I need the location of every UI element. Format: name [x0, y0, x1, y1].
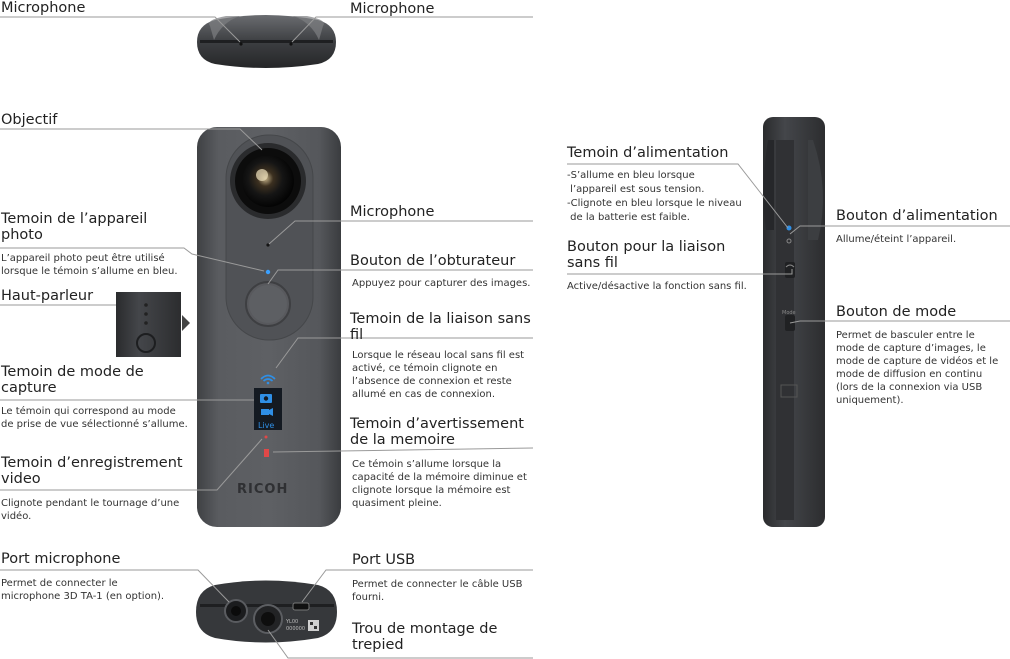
label-trepied: Trou de montage de trepied — [352, 621, 498, 653]
desc-temoin-enreg: Clignote pendant le tournage d’une vidéo… — [1, 498, 180, 522]
label-mic-front: Microphone — [350, 204, 435, 220]
bottom-code-2: 000000 — [286, 626, 306, 632]
label-temoin-appareil: Temoin de l’appareil photo — [1, 211, 148, 243]
label-objectif: Objectif — [1, 112, 58, 128]
desc-memoire: Ce témoin s’allume lorsque la capacité d… — [352, 459, 527, 509]
desc-temoin-alim-3: -Clignote en bleu lorsque le niveau — [567, 198, 742, 209]
label-bouton-alim: Bouton d’alimentation — [836, 208, 998, 224]
desc-bouton-alim: Allume/éteint l’appareil. — [836, 234, 957, 245]
desc-liaison-bouton: Active/désactive la fonction sans fil. — [567, 281, 747, 292]
label-liaison-bouton: Bouton pour la liaison sans fil — [567, 239, 726, 271]
front-view-camera — [197, 127, 341, 527]
label-mic-top-right: Microphone — [350, 1, 435, 17]
desc-temoin-alim-1: -S’allume en bleu lorsque — [567, 170, 695, 181]
leader-lines — [0, 16, 1010, 659]
label-temoin-alim: Temoin d’alimentation — [567, 145, 729, 161]
live-indicator-text: Live — [258, 421, 275, 430]
label-liaison-temoin: Temoin de la liaison sans fil — [350, 311, 531, 343]
label-bouton-mode: Bouton de mode — [836, 304, 957, 320]
desc-temoin-appareil: L’appareil photo peut être utilisé lorsq… — [1, 253, 178, 277]
label-obturateur: Bouton de l’obturateur — [350, 253, 516, 269]
side-view-camera — [763, 117, 825, 527]
desc-port-mic: Permet de connecter le microphone 3D TA-… — [1, 578, 165, 602]
label-temoin-enreg: Temoin d’enregistrement video — [1, 455, 183, 487]
label-haut-parleur: Haut-parleur — [1, 288, 94, 304]
label-temoin-mode: Temoin de mode de capture — [1, 364, 144, 396]
desc-temoin-alim-2: l’appareil est sous tension. — [567, 184, 705, 195]
desc-port-usb: Permet de connecter le câble USB fourni. — [352, 579, 523, 603]
speaker-inset — [116, 292, 190, 357]
side-mode-text: Mode — [782, 310, 796, 316]
desc-liaison-temoin: Lorsque le réseau local sans fil est act… — [352, 350, 525, 400]
label-memoire: Temoin d’avertissement de la memoire — [350, 416, 524, 448]
desc-temoin-mode: Le témoin qui correspond au mode de pris… — [1, 406, 188, 430]
label-mic-top-left: Microphone — [1, 0, 86, 16]
desc-obturateur: Appuyez pour capturer des images. — [352, 278, 531, 289]
bottom-code-1: YL00 — [286, 619, 299, 625]
top-view-camera — [197, 15, 336, 68]
label-port-mic: Port microphone — [1, 551, 121, 567]
desc-temoin-alim-4: de la batterie est faible. — [567, 212, 690, 223]
desc-bouton-mode: Permet de basculer entre le mode de capt… — [836, 330, 999, 406]
brand-logo-text: RICOH — [237, 482, 289, 497]
bottom-view-camera — [196, 580, 337, 643]
label-port-usb: Port USB — [352, 552, 416, 568]
